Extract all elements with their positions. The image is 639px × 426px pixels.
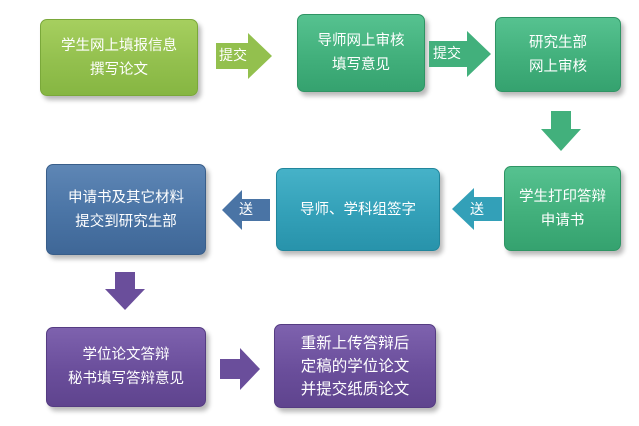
box-student-submit-info: 学生网上填报信息 撰写论文 (40, 19, 198, 96)
box-line: 申请书及其它材料 (68, 189, 184, 206)
box-line: 秘书填写答辩意见 (68, 371, 184, 387)
arrow-right-icon (216, 33, 272, 79)
box-line: 导师网上审核 (317, 33, 405, 49)
box-line: 撰写论文 (90, 61, 148, 78)
box-line: 填写意见 (332, 57, 390, 73)
box-line: 研究生部 (529, 34, 587, 51)
box-reupload-thesis: 重新上传答辩后 定稿的学位论文 并提交纸质论文 (274, 324, 436, 408)
box-advisor-review: 导师网上审核 填写意见 (297, 14, 425, 92)
box-student-print: 学生打印答辩 申请书 (504, 166, 621, 251)
arrow-label-send: 送 (239, 202, 253, 218)
arrow-label-send: 送 (470, 202, 484, 218)
box-advisor-sign: 导师、学科组签字 (276, 168, 440, 251)
arrow-right-icon (220, 348, 260, 390)
box-line: 导师、学科组签字 (300, 201, 416, 218)
arrow-label-submit: 提交 (219, 48, 247, 64)
arrow-down-icon (105, 272, 145, 310)
box-line: 提交到研究生部 (75, 213, 177, 230)
box-line: 学位论文答辩 (82, 347, 170, 363)
box-line: 定稿的学位论文 (300, 356, 410, 375)
arrow-down-icon (541, 111, 581, 151)
box-submit-materials: 申请书及其它材料 提交到研究生部 (46, 164, 206, 255)
box-line: 申请书 (540, 212, 585, 229)
box-line: 学生网上填报信息 (61, 37, 177, 54)
box-secretary-opinion: 学位论文答辩 秘书填写答辩意见 (46, 327, 206, 407)
box-grad-dept-review: 研究生部 网上审核 (495, 17, 621, 92)
arrow-left-icon (452, 188, 502, 230)
arrow-left-icon (222, 190, 270, 230)
arrow-right-icon (429, 31, 491, 77)
box-line: 重新上传答辩后 (300, 333, 410, 352)
box-line: 学生打印答辩 (519, 188, 606, 205)
box-line: 网上审核 (529, 58, 587, 75)
arrow-label-submit: 提交 (433, 46, 461, 62)
box-line: 并提交纸质论文 (300, 379, 410, 398)
